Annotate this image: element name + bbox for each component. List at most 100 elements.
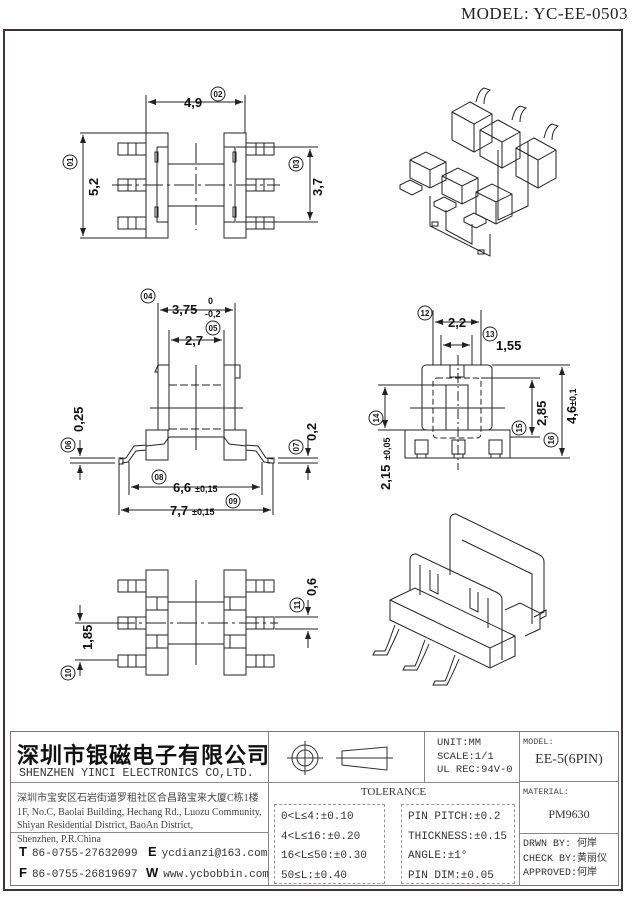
dim-01-value: 5,2 — [86, 178, 101, 196]
drawn-by: DRWN BY: 何岸 — [523, 839, 598, 850]
svg-text:14: 14 — [372, 413, 381, 422]
fax-label: F — [19, 865, 27, 880]
tolerance-other-table: PIN PITCH:±0.2 THICKNESS:±0.15 ANGLE:±1°… — [401, 804, 515, 884]
callout-06: 06 — [60, 437, 76, 453]
callout-11: 11 — [289, 597, 305, 613]
dim-04-tol-upper: 0 — [208, 296, 213, 306]
callout-03: 03 — [288, 156, 304, 172]
model-value: EE-5(6PIN) — [535, 752, 603, 767]
company-name-en: SHENZHEN YINCI ELECTRONICS CO,LTD. — [19, 767, 254, 780]
dim-03-value: 3,7 — [310, 178, 325, 196]
checked-by: CHECK BY:黄丽仪 — [523, 853, 608, 865]
fax-value: 86-0755-26819697 — [31, 869, 138, 881]
dim-11-value: 0,6 — [304, 578, 319, 596]
unit-label: UNIT:MM — [437, 737, 482, 749]
ul-rec-label: UL REC:94V-0 — [437, 764, 513, 776]
divider — [519, 781, 619, 782]
technical-drawing: 4,9 5,2 3,7 3,75 0 -0,2 2,7 0,25 0,2 6,6… — [60, 86, 579, 686]
callout-14: 14 — [368, 410, 384, 426]
web-label: W — [146, 865, 159, 880]
dim-10-value: 1,85 — [80, 625, 95, 650]
dim-08-value: 6,6 — [173, 480, 191, 495]
dim-04-value: 3,75 — [172, 302, 197, 317]
address-line: Shiyan Residential District, BaoAn Distr… — [17, 820, 194, 831]
scale-label: SCALE:1/1 — [437, 750, 494, 763]
dim-13-value: 1,55 — [496, 338, 521, 353]
material-value: PM9630 — [548, 807, 590, 821]
dim-16-value: 4,6 — [564, 406, 579, 424]
svg-text:09: 09 — [229, 497, 238, 506]
front-view — [70, 303, 318, 515]
drawing-frame — [3, 29, 623, 891]
dim-16-tol: ±0,1 — [568, 389, 578, 406]
tolerance-title: TOLERANCE — [360, 786, 427, 798]
callout-15: 15 — [511, 420, 527, 436]
dim-09-value: 7,7 — [170, 503, 188, 518]
company-name-cn: 深圳市银磁电子有限公司 — [17, 743, 271, 769]
dim-09-tol: ±0,15 — [192, 507, 214, 517]
title-block: 深圳市银磁电子有限公司 SHENZHEN YINCI ELECTRONICS C… — [10, 731, 619, 886]
callout-02: 02 — [210, 86, 226, 102]
contact-fax: F 86-0755-26819697 — [19, 865, 138, 881]
dim-06-value: 0,25 — [71, 407, 86, 432]
company-address: 深圳市宝安区石岩街道罗租社区合昌路宝来大厦C栋1楼 1F, No.C, Baol… — [17, 792, 262, 846]
address-line: 1F, No.C, Baolai Building, Hechang Rd., … — [17, 806, 262, 818]
isometric-view-bottom — [372, 513, 547, 686]
email-value: ycdianzi@163.com — [161, 848, 268, 860]
callout-08: 08 — [151, 469, 167, 485]
callout-07: 07 — [288, 439, 304, 455]
tolerance-row: PIN PITCH:±0.2 — [408, 811, 501, 823]
third-angle-projection-icon — [287, 741, 393, 775]
callout-04: 04 — [140, 288, 156, 304]
isometric-view-top — [399, 87, 560, 257]
divider — [268, 732, 269, 885]
model-label: MODEL: — [523, 737, 554, 747]
pins-right — [245, 142, 275, 230]
svg-text:05: 05 — [209, 324, 218, 333]
divider — [519, 833, 619, 834]
svg-text:13: 13 — [486, 330, 495, 339]
dim-14-tol: ±0,05 — [382, 438, 392, 460]
svg-text:10: 10 — [64, 668, 73, 677]
web-value: www.ycbobbin.com — [163, 869, 269, 881]
svg-text:07: 07 — [292, 442, 301, 451]
dim-05-value: 2,7 — [185, 333, 203, 348]
tolerance-row: 0<L≤4:±0.10 — [281, 811, 354, 823]
approved-by: APPROVED:何岸 — [523, 868, 598, 879]
tel-value: 86-0755-27632099 — [31, 848, 138, 860]
svg-text:15: 15 — [515, 423, 524, 432]
dim-15-value: 2,85 — [534, 401, 549, 426]
address-line: 深圳市宝安区石岩街道罗租社区合昌路宝来大厦C栋1楼 — [17, 793, 259, 804]
bottom-view — [75, 569, 318, 676]
top-view — [80, 95, 318, 239]
tolerance-row: PIN DIM:±0.05 — [408, 869, 494, 882]
dim-02-value: 4,9 — [184, 95, 202, 110]
tolerance-row: THICKNESS:±0.15 — [408, 830, 508, 843]
divider — [519, 732, 520, 885]
dim-14-value: 2,15 — [378, 465, 393, 490]
callout-16: 16 — [543, 432, 559, 448]
tolerance-row: 4<L≤16:±0.20 — [281, 830, 361, 843]
contact-tel: T 86-0755-27632099 — [19, 844, 138, 860]
material-label: MATERIAL: — [523, 787, 569, 797]
callout-13: 13 — [482, 326, 498, 342]
svg-text:11: 11 — [293, 600, 302, 609]
callout-05: 05 — [205, 320, 221, 336]
svg-text:01: 01 — [66, 157, 75, 166]
pins-left — [117, 142, 147, 230]
dim-07-value: 0,2 — [304, 423, 319, 441]
tel-label: T — [19, 844, 27, 859]
divider — [424, 732, 425, 782]
callout-10: 10 — [60, 665, 76, 681]
tolerance-row: ANGLE:±1° — [408, 850, 468, 862]
svg-text:12: 12 — [421, 309, 430, 318]
svg-text:06: 06 — [64, 440, 73, 449]
svg-text:08: 08 — [155, 473, 164, 482]
tolerance-row: 50≤L:±0.40 — [281, 869, 348, 882]
side-view — [378, 310, 570, 470]
svg-text:02: 02 — [214, 90, 223, 99]
svg-text:04: 04 — [144, 292, 153, 301]
email-label: E — [148, 844, 157, 859]
